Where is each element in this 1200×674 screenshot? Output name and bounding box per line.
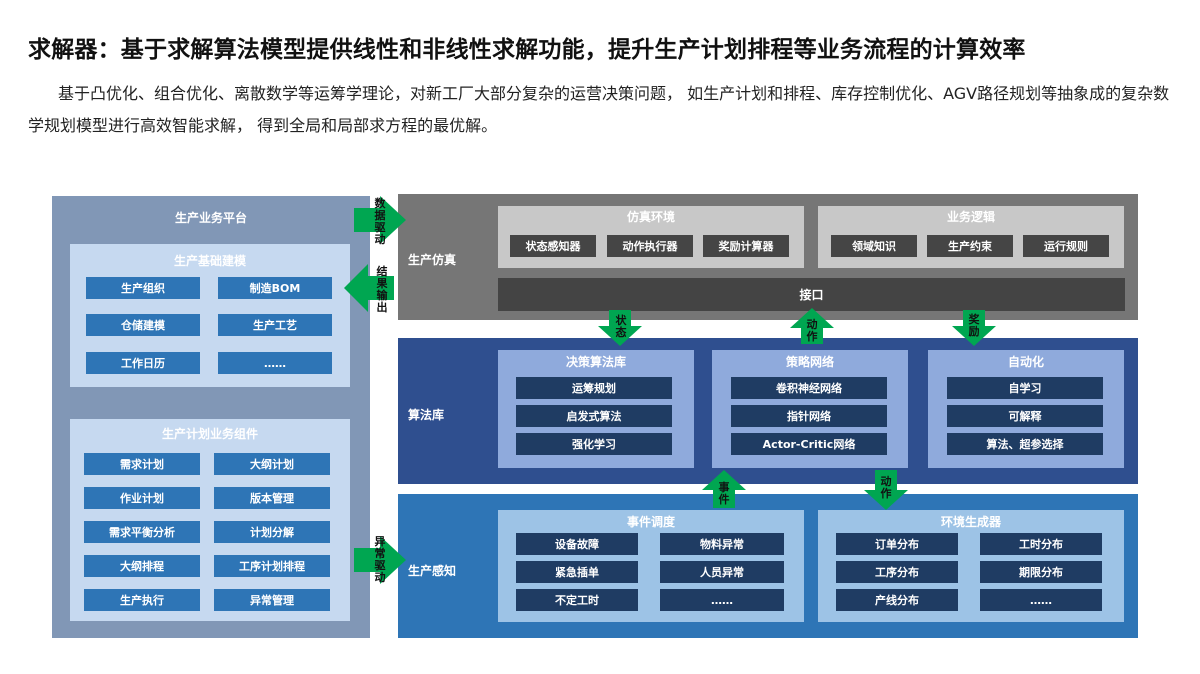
- data-driven-arrow-icon: [354, 196, 406, 244]
- cnn-button[interactable]: 卷积神经网络: [731, 377, 887, 399]
- production-constraint-button[interactable]: 生产约束: [927, 235, 1013, 257]
- component-exception-mgmt[interactable]: 异常管理: [214, 589, 330, 611]
- exception-driven-label: 异常驱动: [374, 535, 386, 584]
- decision-lib-title: 决策算法库: [565, 355, 626, 369]
- reward-arrow-label: 奖励: [968, 313, 980, 338]
- exception-driven-arrow-icon: [354, 536, 406, 584]
- order-distribution-button[interactable]: 订单分布: [836, 533, 958, 555]
- reward-calculator-button[interactable]: 奖励计算器: [703, 235, 789, 257]
- reward-arrow-icon: [952, 310, 996, 346]
- domain-knowledge-button[interactable]: 领域知识: [831, 235, 917, 257]
- staff-exception-button[interactable]: 人员异常: [660, 561, 784, 583]
- component-job-plan[interactable]: 作业计划: [84, 487, 200, 509]
- state-arrow-icon: [598, 310, 642, 346]
- hour-distribution-button[interactable]: 工时分布: [980, 533, 1102, 555]
- heuristic-button[interactable]: 启发式算法: [516, 405, 672, 427]
- components-title: 生产计划业务组件: [161, 427, 258, 441]
- action-down-arrow-label: 动作: [880, 475, 892, 500]
- page-description: 基于凸优化、组合优化、离散数学等运筹学理论，对新工厂大部分复杂的运营决策问题， …: [28, 84, 1170, 135]
- component-version-mgmt[interactable]: 版本管理: [214, 487, 330, 509]
- modeling-item-process[interactable]: 生产工艺: [218, 314, 332, 336]
- action-down-arrow-icon: [864, 470, 908, 510]
- urgent-order-button[interactable]: 紧急插单: [516, 561, 638, 583]
- equipment-fault-button[interactable]: 设备故障: [516, 533, 638, 555]
- result-output-arrow-icon: [344, 264, 394, 312]
- component-production-exec[interactable]: 生产执行: [84, 589, 200, 611]
- modeling-item-bom[interactable]: 制造BOM: [218, 277, 332, 299]
- strategy-net-title: 策略网络: [785, 355, 834, 369]
- production-platform-title: 生产业务平台: [174, 211, 247, 225]
- run-rules-button[interactable]: 运行规则: [1023, 235, 1109, 257]
- component-plan-decompose[interactable]: 计划分解: [214, 521, 330, 543]
- simulation-label: 生产仿真: [408, 253, 457, 267]
- event-up-arrow-icon: [702, 470, 746, 508]
- action-up-arrow-label: 动作: [806, 318, 818, 343]
- line-distribution-button[interactable]: 产线分布: [836, 589, 958, 611]
- self-learning-button[interactable]: 自学习: [947, 377, 1103, 399]
- modeling-item-more[interactable]: ……: [218, 352, 332, 374]
- component-outline-plan[interactable]: 大纲计划: [214, 453, 330, 475]
- algorithm-label: 算法库: [408, 408, 445, 422]
- state-arrow-label: 状态: [615, 314, 627, 339]
- modeling-title: 生产基础建模: [173, 254, 246, 268]
- perception-label: 生产感知: [408, 564, 457, 578]
- action-up-arrow-icon: [790, 308, 834, 344]
- env-more-button[interactable]: ……: [980, 589, 1102, 611]
- rl-button[interactable]: 强化学习: [516, 433, 672, 455]
- interface-bar[interactable]: 接口: [498, 278, 1125, 311]
- action-executor-button[interactable]: 动作执行器: [607, 235, 693, 257]
- biz-logic-title: 业务逻辑: [946, 210, 995, 224]
- data-driven-label: 数据驱动: [374, 197, 386, 246]
- actor-critic-button[interactable]: Actor-Critic网络: [731, 433, 887, 455]
- material-exception-button[interactable]: 物料异常: [660, 533, 784, 555]
- variable-hours-button[interactable]: 不定工时: [516, 589, 638, 611]
- event-dispatch-title: 事件调度: [626, 515, 675, 529]
- deadline-distribution-button[interactable]: 期限分布: [980, 561, 1102, 583]
- env-generator-title: 环境生成器: [940, 515, 1001, 529]
- explainable-button[interactable]: 可解释: [947, 405, 1103, 427]
- modeling-item-org[interactable]: 生产组织: [86, 277, 200, 299]
- component-demand-balance[interactable]: 需求平衡分析: [84, 521, 200, 543]
- modeling-item-calendar[interactable]: 工作日历: [86, 352, 200, 374]
- automation-title: 自动化: [1007, 355, 1044, 369]
- pointer-net-button[interactable]: 指针网络: [731, 405, 887, 427]
- hyperparam-button[interactable]: 算法、超参选择: [947, 433, 1103, 455]
- event-arrow-label: 事件: [718, 481, 730, 506]
- result-output-label: 结果输出: [376, 265, 388, 314]
- component-process-schedule[interactable]: 工序计划排程: [214, 555, 330, 577]
- event-more-button[interactable]: ……: [660, 589, 784, 611]
- state-sensor-button[interactable]: 状态感知器: [510, 235, 596, 257]
- modeling-item-warehouse[interactable]: 仓储建模: [86, 314, 200, 336]
- page-title: 求解器：基于求解算法模型提供线性和非线性求解功能，提升生产计划排程等业务流程的计…: [28, 37, 1026, 63]
- component-outline-schedule[interactable]: 大纲排程: [84, 555, 200, 577]
- process-distribution-button[interactable]: 工序分布: [836, 561, 958, 583]
- or-planning-button[interactable]: 运筹规划: [516, 377, 672, 399]
- components-box: [70, 419, 350, 621]
- sim-env-title: 仿真环境: [626, 210, 675, 224]
- component-demand-plan[interactable]: 需求计划: [84, 453, 200, 475]
